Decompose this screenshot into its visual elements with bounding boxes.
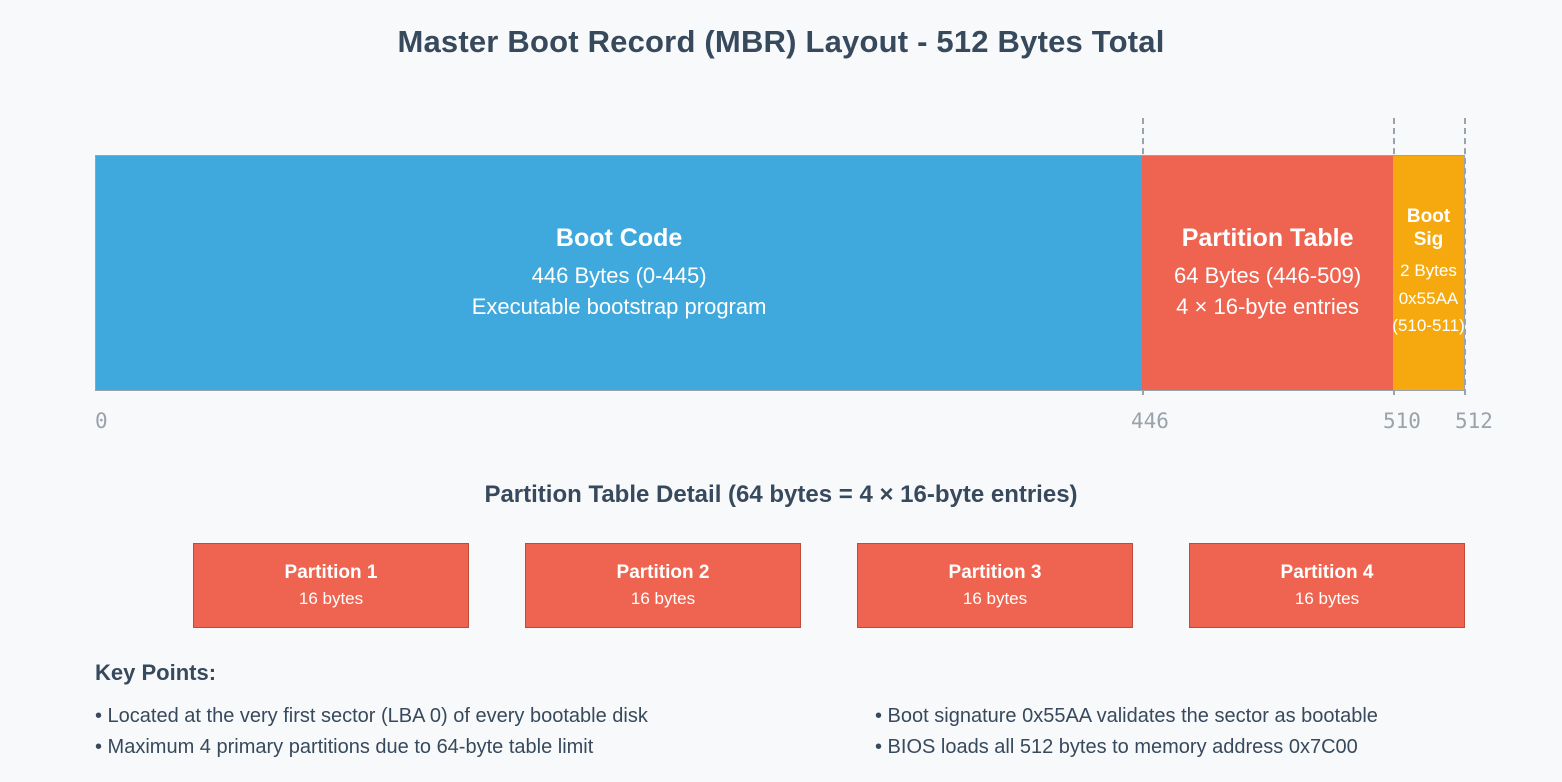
segment-partition-table-detail: 4 × 16-byte entries [1176, 294, 1360, 320]
partition-box-1-label: Partition 1 [284, 562, 378, 583]
partition-boxes-row: Partition 1 16 bytes Partition 2 16 byte… [193, 543, 1465, 628]
axis-tick-0: 0 [95, 409, 108, 433]
partition-box-3-label: Partition 3 [948, 562, 1042, 583]
key-point-item: • Boot signature 0x55AA validates the se… [875, 705, 1378, 727]
partition-box-2: Partition 2 16 bytes [525, 543, 801, 628]
axis-tick-446: 446 [1131, 409, 1169, 433]
segment-boot-signature-detail: 0x55AA [1398, 288, 1459, 308]
partition-box-4-label: Partition 4 [1280, 562, 1374, 583]
segment-boot-signature-size: 2 Bytes [1400, 261, 1457, 280]
partition-box-4-size: 16 bytes [1294, 589, 1360, 608]
partition-box-1-size: 16 bytes [298, 589, 364, 608]
key-point-item: • BIOS loads all 512 bytes to memory add… [875, 736, 1358, 758]
axis-tick-512: 512 [1455, 409, 1493, 433]
segment-partition-table-title: Partition Table [1181, 223, 1354, 252]
segment-partition-table-size: 64 Bytes (446-509) [1174, 263, 1362, 289]
segment-boot-code-size: 446 Bytes (0-445) [531, 263, 707, 289]
axis-tick-510: 510 [1383, 409, 1421, 433]
partition-box-3: Partition 3 16 bytes [857, 543, 1133, 628]
segment-boot-signature-range: (510-511) [1392, 316, 1465, 336]
segment-partition-table: Partition Table 64 Bytes (446-509) 4 × 1… [1142, 156, 1393, 390]
partition-box-4: Partition 4 16 bytes [1189, 543, 1465, 628]
partition-box-1: Partition 1 16 bytes [193, 543, 469, 628]
partition-box-2-size: 16 bytes [630, 589, 696, 608]
partition-box-2-label: Partition 2 [616, 562, 710, 583]
key-points-column-left: • Located at the very first sector (LBA … [95, 701, 648, 763]
key-point-item: • Located at the very first sector (LBA … [95, 705, 648, 727]
key-points-column-right: • Boot signature 0x55AA validates the se… [875, 701, 1378, 763]
page-title: Master Boot Record (MBR) Layout - 512 By… [397, 24, 1165, 59]
key-points-heading: Key Points: [95, 660, 217, 685]
segment-boot-code: Boot Code 446 Bytes (0-445) Executable b… [96, 156, 1143, 390]
mbr-layout-bar: Boot Code 446 Bytes (0-445) Executable b… [95, 155, 1465, 391]
partition-detail-heading: Partition Table Detail (64 bytes = 4 × 1… [484, 481, 1078, 508]
partition-box-3-size: 16 bytes [962, 589, 1028, 608]
key-point-item: • Maximum 4 primary partitions due to 64… [95, 736, 594, 758]
segment-boot-code-detail: Executable bootstrap program [471, 294, 767, 320]
segment-boot-code-title: Boot Code [555, 223, 683, 252]
boundary-guide-512 [1464, 118, 1466, 395]
